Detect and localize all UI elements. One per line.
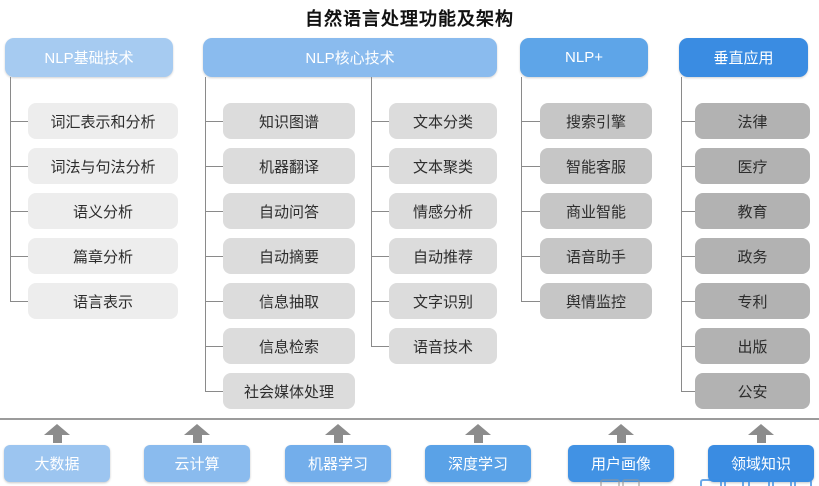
connector-line [681, 77, 682, 392]
tree-item: 机器翻译 [205, 148, 355, 184]
watermark-fragment [724, 479, 744, 486]
foundation-unit: 机器学习 [283, 424, 393, 482]
up-arrow-stem [616, 435, 626, 443]
column-header-vertical-apps: 垂直应用 [679, 38, 808, 77]
tree-item: 信息抽取 [205, 283, 355, 319]
tree-item: 知识图谱 [205, 103, 355, 139]
tree-item: 社会媒体处理 [205, 373, 355, 409]
connector-line [521, 77, 522, 302]
up-arrow-icon [748, 424, 774, 435]
column-header-nlp-core: NLP核心技术 [203, 38, 497, 77]
connector-line [205, 77, 206, 392]
column-header-nlp-plus: NLP+ [520, 38, 648, 77]
tree-item: 文本分类 [371, 103, 497, 139]
tree-item: 词汇表示和分析 [10, 103, 178, 139]
up-arrow-stem [756, 435, 766, 443]
tree-item: 语音助手 [522, 238, 652, 274]
tree-item: 语言表示 [10, 283, 178, 319]
foundation-unit: 用户画像 [566, 424, 676, 482]
watermark-fragment [700, 479, 722, 486]
page-title: 自然语言处理功能及架构 [305, 9, 514, 29]
tree-item: 搜索引擎 [522, 103, 652, 139]
tree-item: 商业智能 [522, 193, 652, 229]
up-arrow-stem [473, 435, 483, 443]
up-arrow-stem [333, 435, 343, 443]
tree-item: 出版 [681, 328, 810, 364]
tree-item: 词法与句法分析 [10, 148, 178, 184]
horizontal-divider [0, 418, 819, 420]
tree-item: 自动推荐 [371, 238, 497, 274]
foundation-unit: 领域知识 [706, 424, 816, 482]
column-nlp-core-items-left: 知识图谱机器翻译自动问答自动摘要信息抽取信息检索社会媒体处理 [205, 103, 355, 418]
foundation-item: 领域知识 [708, 445, 814, 482]
tree-item: 文字识别 [371, 283, 497, 319]
foundation-item: 用户画像 [568, 445, 674, 482]
connector-line [371, 77, 372, 347]
tree-item: 专利 [681, 283, 810, 319]
tree-item: 情感分析 [371, 193, 497, 229]
tree-item: 法律 [681, 103, 810, 139]
tree-item: 文本聚类 [371, 148, 497, 184]
tree-item: 医疗 [681, 148, 810, 184]
foundation-item: 深度学习 [425, 445, 531, 482]
foundation-item: 云计算 [144, 445, 250, 482]
tree-item: 自动问答 [205, 193, 355, 229]
up-arrow-stem [192, 435, 202, 443]
watermark-fragment [600, 479, 620, 486]
column-nlp-core-items-right: 文本分类文本聚类情感分析自动推荐文字识别语音技术 [371, 103, 497, 373]
tree-item: 语音技术 [371, 328, 497, 364]
foundation-unit: 大数据 [2, 424, 112, 482]
up-arrow-icon [465, 424, 491, 435]
tree-item: 信息检索 [205, 328, 355, 364]
up-arrow-icon [325, 424, 351, 435]
connector-line [10, 77, 11, 302]
watermark-fragment [794, 479, 812, 486]
tree-item: 教育 [681, 193, 810, 229]
up-arrow-icon [44, 424, 70, 435]
column-vertical-apps-items: 法律医疗教育政务专利出版公安 [681, 103, 810, 418]
column-nlp-basics-items: 词汇表示和分析词法与句法分析语义分析篇章分析语言表示 [10, 103, 178, 328]
watermark-fragment [772, 479, 792, 486]
watermark-fragment [622, 479, 640, 486]
tree-item: 舆情监控 [522, 283, 652, 319]
tree-item: 公安 [681, 373, 810, 409]
tree-item: 自动摘要 [205, 238, 355, 274]
column-nlp-plus-items: 搜索引擎智能客服商业智能语音助手舆情监控 [522, 103, 652, 328]
foundation-item: 大数据 [4, 445, 110, 482]
column-header-nlp-basics: NLP基础技术 [5, 38, 173, 77]
foundation-unit: 云计算 [142, 424, 252, 482]
tree-item: 智能客服 [522, 148, 652, 184]
up-arrow-icon [184, 424, 210, 435]
watermark-fragment [748, 479, 770, 486]
up-arrow-stem [52, 435, 62, 443]
tree-item: 篇章分析 [10, 238, 178, 274]
foundation-unit: 深度学习 [423, 424, 533, 482]
tree-item: 政务 [681, 238, 810, 274]
tree-item: 语义分析 [10, 193, 178, 229]
up-arrow-icon [608, 424, 634, 435]
foundation-item: 机器学习 [285, 445, 391, 482]
